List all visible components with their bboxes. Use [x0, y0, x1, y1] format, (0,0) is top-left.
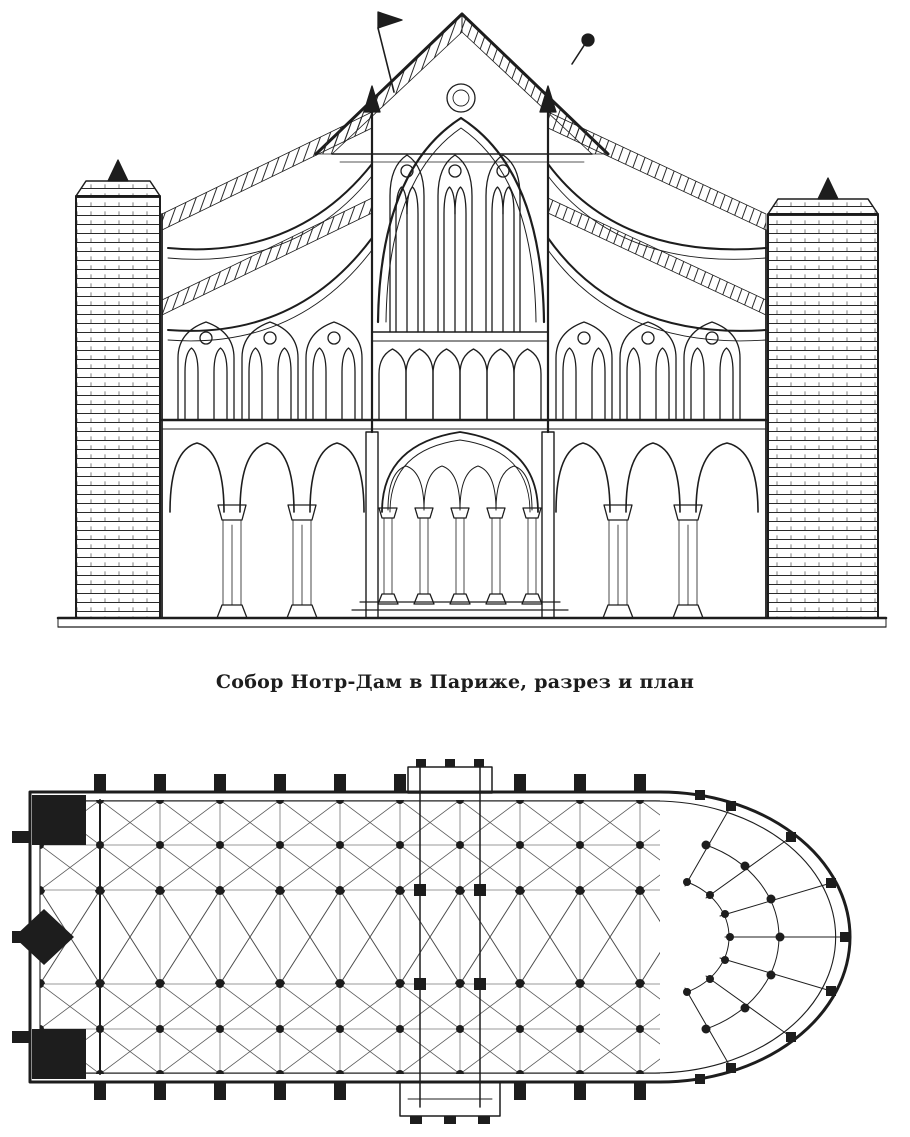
- main-arcade: [169, 431, 759, 619]
- apse-buttress: [786, 832, 796, 842]
- oculus-window: [446, 83, 476, 113]
- flagpole: [377, 27, 395, 93]
- apse-buttress: [726, 1063, 736, 1073]
- roof-finial: [581, 33, 595, 47]
- cross-section-figure: [56, 11, 888, 628]
- nave-vault-and-clerestory: [371, 83, 549, 342]
- choir-colonnade: [343, 465, 577, 619]
- crossing-pier: [474, 884, 486, 896]
- crossing-pier: [414, 884, 426, 896]
- flying-buttresses-right: [547, 111, 767, 342]
- right-buttress-pier: [767, 177, 879, 619]
- crossing-pier: [414, 978, 426, 990]
- figure-caption: Собор Нотр-Дам в Париже, разрез и план: [215, 671, 695, 693]
- floor-plan-figure: [0, 737, 910, 1137]
- nave-walls: [161, 85, 767, 619]
- apse-buttress: [695, 1074, 705, 1084]
- nave-roof: [314, 11, 610, 163]
- apse-buttress: [826, 878, 836, 888]
- west-towers: [12, 795, 86, 1079]
- wall-buttresses: [94, 774, 646, 1100]
- flag: [377, 11, 403, 29]
- triforium: [378, 348, 542, 421]
- apse-buttress: [786, 1032, 796, 1042]
- ground-line: [56, 616, 888, 628]
- crossing-pier: [474, 978, 486, 990]
- tribune-galleries: [160, 321, 768, 430]
- transept: [399, 759, 501, 1124]
- cross-section-drawing: [56, 11, 888, 628]
- floor-plan-drawing: [12, 759, 852, 1124]
- nave-arch: [381, 431, 539, 513]
- apse-buttress: [695, 790, 705, 800]
- apse-buttress: [840, 932, 850, 942]
- west-porch-lozenge: [14, 909, 74, 965]
- apse-buttress: [826, 986, 836, 996]
- flying-buttresses-left: [161, 111, 373, 342]
- left-buttress-pier: [75, 159, 161, 619]
- bay-grid: [40, 800, 660, 1074]
- apse-buttress: [726, 801, 736, 811]
- apse: [683, 790, 850, 1084]
